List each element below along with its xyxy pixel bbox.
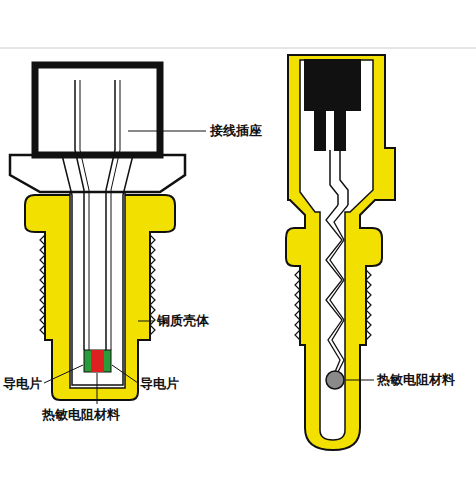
leader-line	[138, 321, 154, 322]
plug-socket	[35, 65, 160, 155]
shell-cavity	[70, 175, 125, 388]
thermistor	[326, 371, 344, 389]
part-label: 接线插座	[210, 123, 262, 139]
lead-wire	[326, 205, 342, 372]
thermistor	[84, 350, 111, 372]
leader-line	[97, 373, 98, 404]
left-sensor	[10, 65, 185, 400]
terminal-lead	[330, 150, 338, 205]
shell-cavity	[300, 60, 373, 440]
thermistor-core	[91, 350, 104, 372]
screw-thread	[295, 270, 371, 340]
screw-thread	[40, 235, 155, 335]
copper-shell	[286, 55, 395, 450]
leader-line	[44, 365, 83, 383]
inner-sleeve	[62, 155, 133, 385]
conductor-strip	[111, 80, 120, 350]
right-sensor	[286, 55, 395, 450]
leader-lines	[44, 131, 206, 404]
part-label: 热敏电阻材料	[377, 372, 455, 388]
part-label: 导电片	[3, 376, 42, 392]
leader-line	[128, 131, 206, 132]
socket-flange	[10, 155, 185, 192]
leader-line	[112, 365, 138, 383]
part-label: 铜质壳体	[157, 313, 209, 329]
conductor-strip	[80, 80, 89, 350]
leader-line	[346, 380, 374, 381]
terminal-lead	[340, 150, 348, 205]
lead-wire	[330, 205, 348, 372]
part-label: 导电片	[140, 376, 179, 392]
top-rule	[0, 48, 476, 49]
connector-terminal	[305, 60, 360, 150]
part-label: 热敏电阻材料	[42, 407, 120, 423]
